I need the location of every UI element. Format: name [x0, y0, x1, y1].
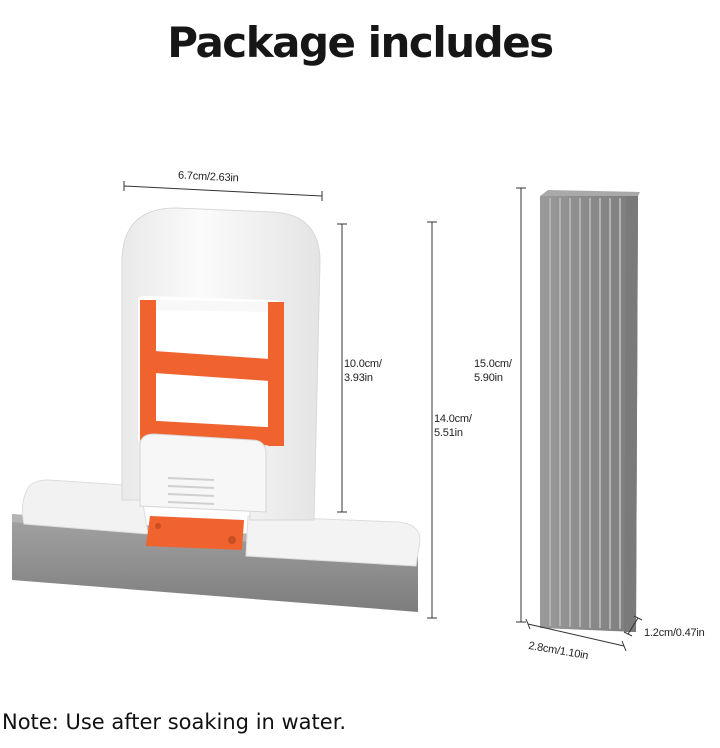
tool-right-clamp	[245, 515, 421, 567]
tool-left-clamp	[21, 479, 149, 535]
sponge-depth-label: 1.2cm/0.47in	[644, 627, 705, 639]
tool-sponge-base	[12, 514, 418, 612]
tool-orange-clip	[146, 516, 244, 550]
window-squeegee-tool	[12, 207, 421, 612]
replacement-sponge	[540, 190, 640, 632]
total-height-label: 14.0cm/ 5.51in	[434, 413, 472, 439]
tool-center-body	[139, 433, 267, 513]
sponge-length-label: 15.0cm/ 5.90in	[474, 358, 512, 384]
handle-height-label: 10.0cm/ 3.93in	[344, 358, 382, 384]
dimension-lines	[123, 181, 643, 652]
handle-width-label: 6.7cm/2.63in	[177, 169, 239, 185]
usage-note: Note: Use after soaking in water.	[2, 710, 347, 734]
page-title: Package includes	[167, 18, 554, 67]
